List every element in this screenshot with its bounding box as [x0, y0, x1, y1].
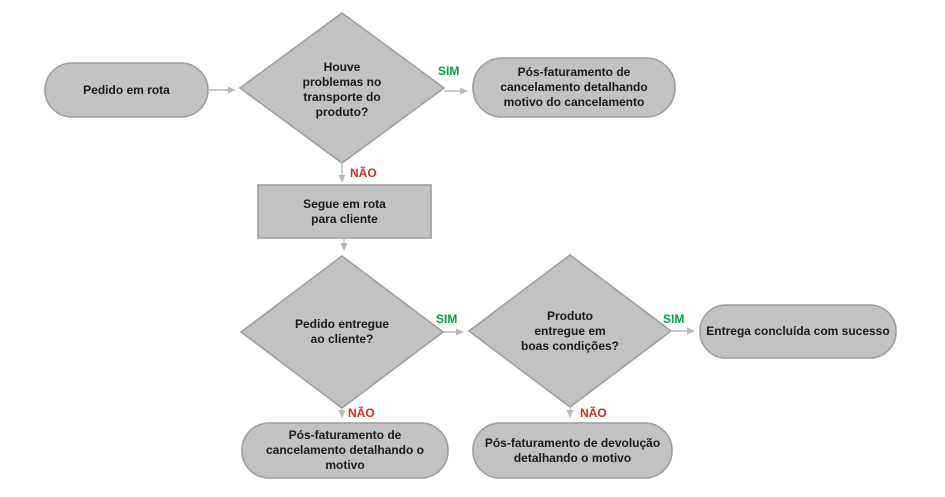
edge-label-nao-delivered: NÃO: [348, 406, 375, 420]
edge-label-sim-delivered: SIM: [436, 312, 458, 326]
edge-label-sim-transport: SIM: [438, 64, 460, 78]
edge-label-sim-condition: SIM: [663, 312, 685, 326]
cancel-transport-shape: [472, 57, 676, 118]
decision-delivered-shape: [239, 254, 445, 410]
continue-route-shape: [257, 184, 432, 239]
decision-condition-shape: [467, 253, 673, 409]
edge-label-nao-condition: NÃO: [580, 406, 607, 420]
edge-label-nao-transport: NÃO: [350, 166, 377, 180]
cancel-delivery-shape: [241, 422, 449, 479]
success-node-shape: [699, 304, 897, 359]
return-node-shape: [472, 422, 673, 479]
start-node-shape: [44, 62, 209, 118]
decision-transport-shape: [238, 12, 446, 164]
